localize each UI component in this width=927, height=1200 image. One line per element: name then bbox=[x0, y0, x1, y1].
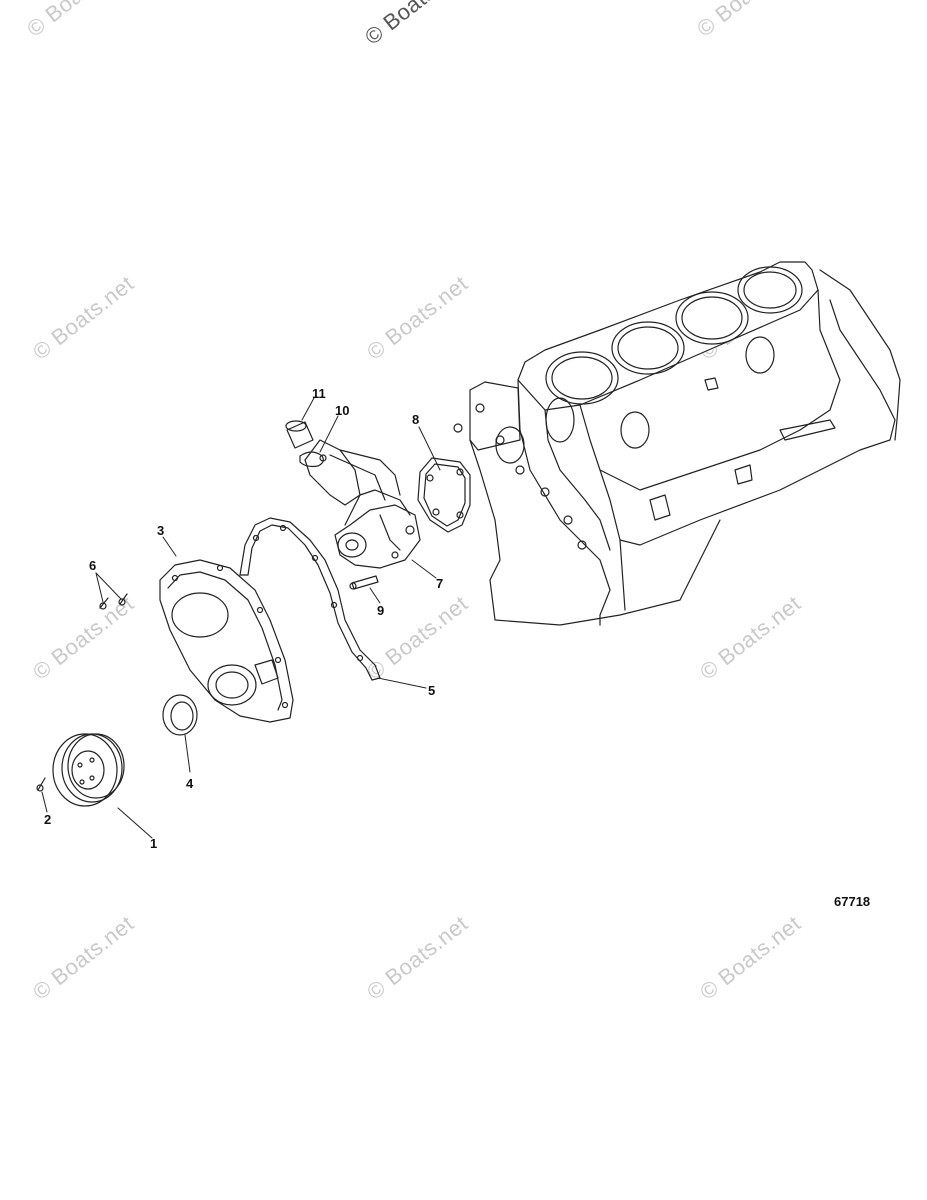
timing-cover bbox=[159, 559, 294, 723]
callout-2: 2 bbox=[44, 812, 52, 827]
callout-1: 1 bbox=[150, 836, 158, 851]
callout-4: 4 bbox=[186, 776, 194, 791]
callout-6: 6 bbox=[89, 558, 97, 573]
callout-3: 3 bbox=[157, 523, 165, 538]
screw bbox=[36, 777, 46, 792]
hose-and-clamp bbox=[285, 420, 327, 468]
callout-9: 9 bbox=[377, 603, 385, 618]
callout-5: 5 bbox=[428, 683, 436, 698]
oil-seal bbox=[162, 694, 198, 736]
figure-number: 67718 bbox=[834, 894, 871, 909]
callout-11: 11 bbox=[312, 386, 326, 401]
pulley bbox=[52, 733, 125, 807]
leader-lines bbox=[41, 397, 441, 839]
engine-block bbox=[453, 261, 901, 626]
water-pump bbox=[304, 439, 421, 569]
bolt bbox=[349, 575, 379, 590]
callout-7: 7 bbox=[436, 576, 444, 591]
timing-cover-gasket bbox=[239, 517, 381, 681]
callout-10: 10 bbox=[335, 403, 350, 418]
callout-8: 8 bbox=[412, 412, 420, 427]
screws bbox=[99, 593, 128, 610]
water-pump-gasket bbox=[417, 457, 471, 533]
